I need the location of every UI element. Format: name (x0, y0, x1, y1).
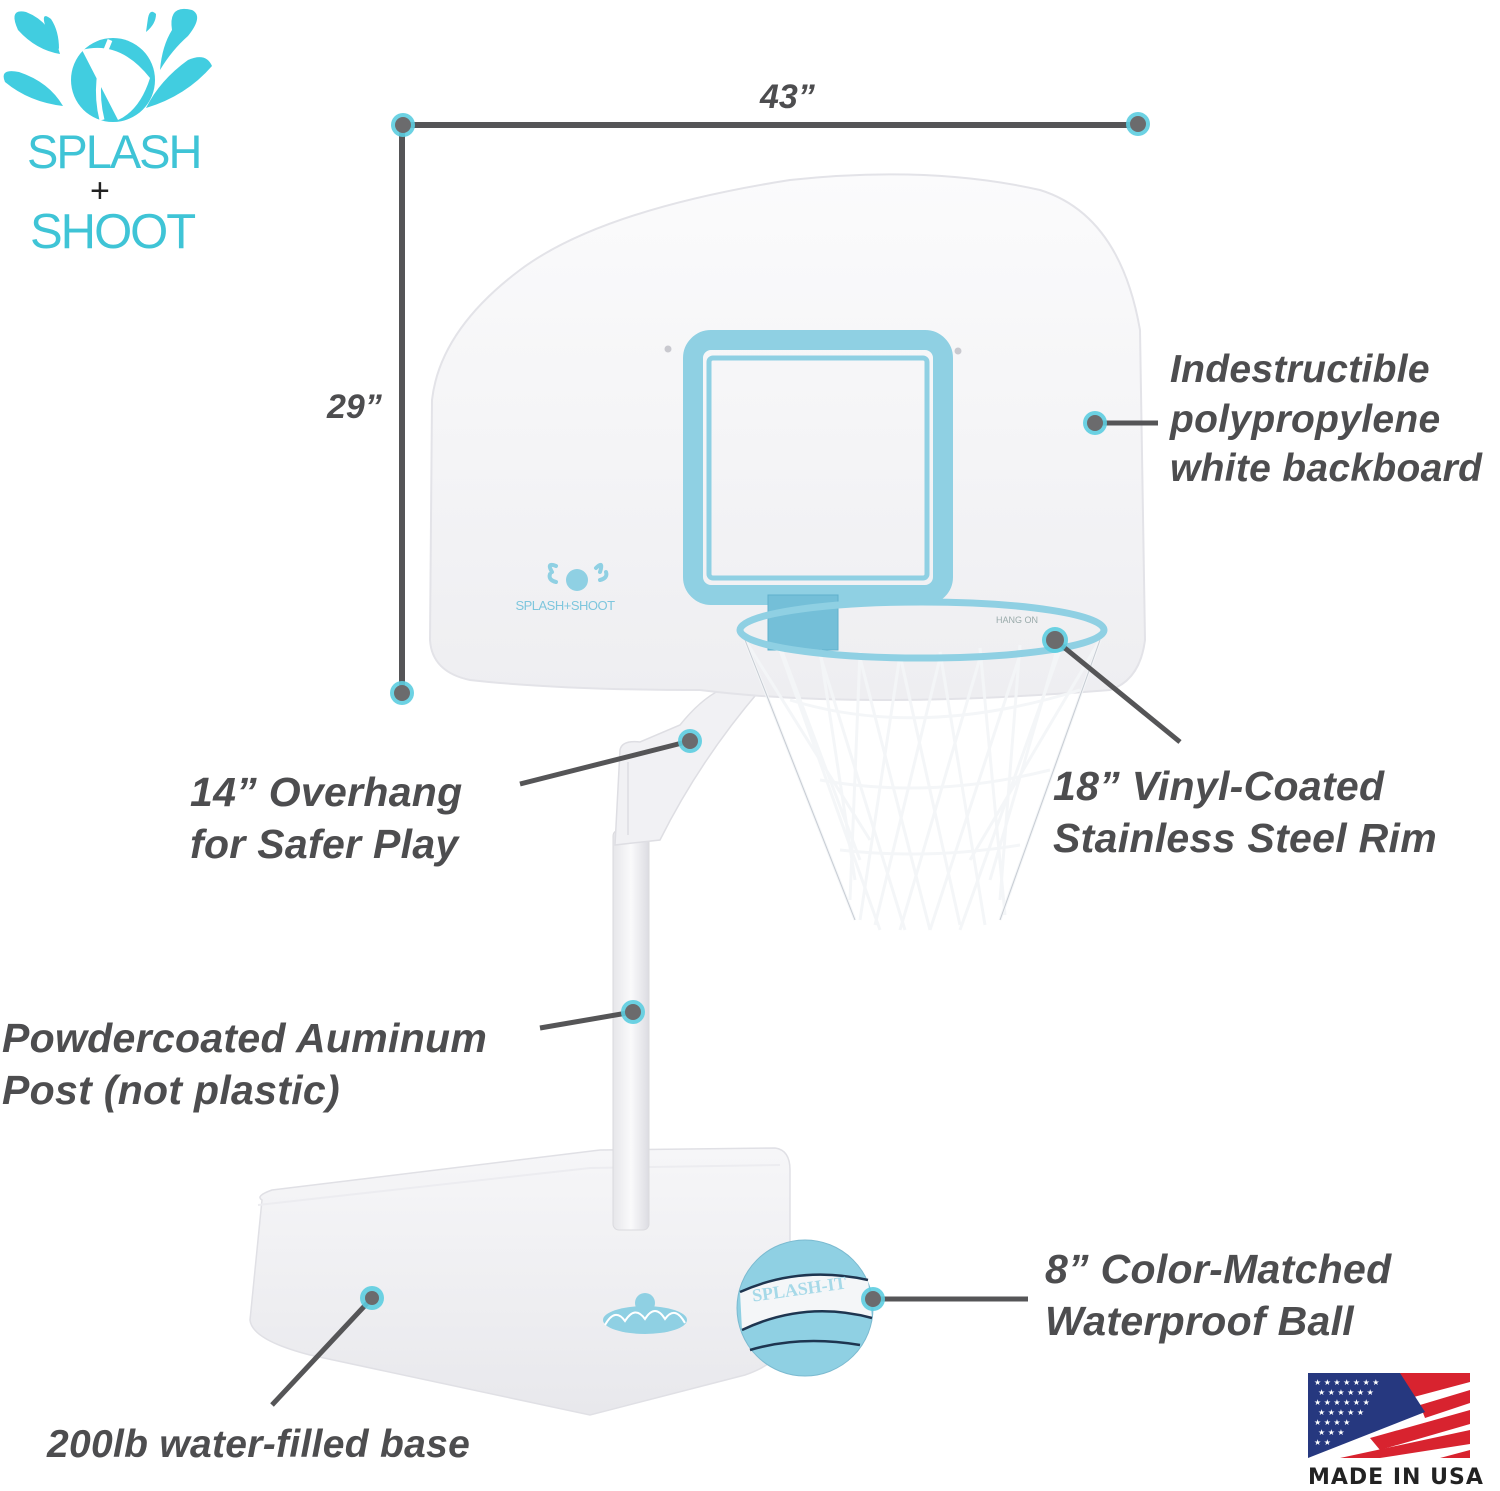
svg-text:★ ★ ★ ★ ★ ★: ★ ★ ★ ★ ★ ★ (1314, 1398, 1370, 1407)
rim-text: HANG ON (996, 615, 1038, 625)
callout-line: for Safer Play (190, 821, 459, 868)
marker-dot-icon (621, 1000, 645, 1024)
marker-dot-icon (1083, 411, 1107, 435)
logo-shoot-text: SHOOT (30, 205, 196, 259)
callout-line: 200lb water-filled base (47, 1423, 471, 1466)
water-base (249, 1147, 791, 1416)
callout-post: Powdercoated Auminum Post (not plastic) (2, 1012, 487, 1116)
rim-and-net: HANG ON (736, 594, 1108, 931)
made-in-usa-badge: MADE IN USA (1308, 1465, 1484, 1490)
callout-line: 14” Overhang (190, 769, 463, 815)
us-flag-icon: ★ ★ ★ ★ ★ ★ ★ ★ ★ ★ ★ ★ ★ ★ ★ ★ ★ ★ ★ ★ … (1308, 1373, 1470, 1458)
callout-overhang: 14” Overhang for Safer Play (190, 766, 462, 870)
svg-text:★ ★ ★: ★ ★ ★ (1318, 1428, 1345, 1437)
leader-lines (270, 420, 1182, 1407)
callout-line: Post (not plastic) (2, 1067, 340, 1114)
backboard-logo-icon (547, 562, 609, 591)
markers (360, 112, 1150, 1311)
callout-rim: 18” Vinyl-Coated Stainless Steel Rim (1053, 760, 1437, 864)
marker-dot-icon (1126, 112, 1150, 136)
callout-line: Waterproof Ball (1045, 1298, 1354, 1345)
callout-ball: 8” Color-Matched Waterproof Ball (1045, 1243, 1392, 1347)
svg-text:★ ★ ★ ★ ★ ★: ★ ★ ★ ★ ★ ★ (1318, 1388, 1374, 1397)
waterproof-ball: SPLASH-IT (736, 1239, 874, 1377)
callout-line: Powdercoated Auminum (2, 1015, 488, 1061)
callout-line: 18” Vinyl-Coated (1053, 763, 1385, 809)
dimension-lines (399, 122, 1138, 693)
callout-line: Indestructible (1170, 348, 1430, 391)
marker-dot-icon (360, 1286, 384, 1310)
height-dimension-label: 29” (327, 388, 382, 426)
splash-ball-icon (3, 8, 212, 122)
svg-text:★ ★ ★ ★ ★: ★ ★ ★ ★ ★ (1318, 1408, 1364, 1417)
callout-line: polypropylene (1170, 397, 1441, 441)
width-dimension-label: 43” (760, 78, 815, 116)
marker-dot-icon (390, 681, 414, 705)
callout-line: 8” Color-Matched (1045, 1246, 1392, 1292)
marker-dot-icon (391, 113, 415, 137)
callout-line: white backboard (1170, 447, 1483, 491)
logo-splash-text: SPLASH (27, 125, 202, 178)
marker-dot-icon (861, 1287, 885, 1311)
marker-dot-icon (678, 729, 702, 753)
base-logo-icon (603, 1293, 687, 1334)
callout-backboard: Indestructible polypropylene white backb… (1170, 345, 1482, 494)
aluminum-post (612, 689, 762, 1231)
callout-base: 200lb water-filled base (47, 1420, 470, 1470)
marker-dot-icon (1042, 627, 1068, 653)
svg-text:★ ★ ★ ★: ★ ★ ★ ★ (1314, 1418, 1350, 1427)
svg-text:★ ★: ★ ★ (1314, 1438, 1331, 1447)
callout-line: Stainless Steel Rim (1053, 815, 1437, 862)
logo-plus-text: + (90, 172, 110, 210)
backboard-logo-text: SPLASH+SHOOT (515, 598, 615, 613)
svg-text:★ ★ ★ ★ ★ ★ ★: ★ ★ ★ ★ ★ ★ ★ (1314, 1378, 1379, 1387)
